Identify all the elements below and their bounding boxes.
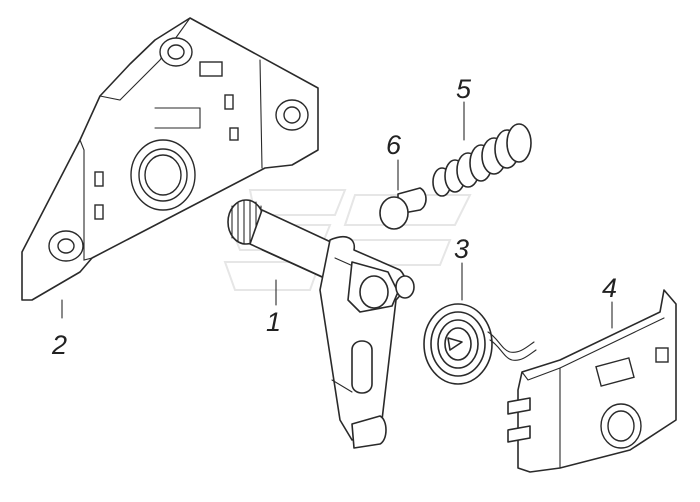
part-1-shaft-with-lever xyxy=(227,199,415,449)
label-part-2: 2 xyxy=(51,330,67,360)
label-part-6: 6 xyxy=(386,130,402,160)
part-3-coil-spring xyxy=(423,262,537,385)
part-2-mounting-bracket xyxy=(21,17,319,319)
label-part-1: 1 xyxy=(266,307,281,337)
label-part-3: 3 xyxy=(454,234,469,264)
part-5-compression-spring xyxy=(432,101,532,197)
part-4-cover xyxy=(507,289,677,473)
label-part-4: 4 xyxy=(602,273,617,303)
label-part-5: 5 xyxy=(456,74,472,104)
part-6-pin xyxy=(379,159,427,230)
